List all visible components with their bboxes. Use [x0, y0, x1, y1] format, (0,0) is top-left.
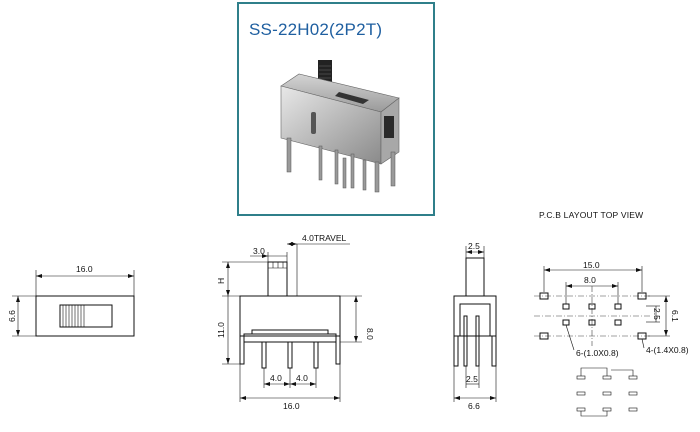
- front-view-pin-height-label: 8.0: [365, 328, 375, 340]
- front-view-body-height-label: 11.0: [216, 322, 226, 338]
- front-view-pitch-left-label: 4.0: [270, 373, 282, 383]
- pcb-inner-width-label: 8.0: [584, 275, 596, 285]
- pcb-pitch-label: 2.5: [652, 308, 662, 320]
- pcb-width-label: 15.0: [583, 260, 600, 270]
- pcb-small-holes-note: 6-(1.0X0.8): [576, 348, 619, 358]
- pcb-large-holes-note: 4-(1.4X0.8): [646, 345, 689, 355]
- pcb-height-label: 6.1: [670, 310, 680, 322]
- side-view-pin-label: 2.5: [466, 374, 478, 384]
- front-view-travel-label: 4.0TRAVEL: [302, 233, 347, 243]
- pcb-layout-drawing: [534, 266, 670, 417]
- front-view-pitch-right-label: 4.0: [296, 373, 308, 383]
- front-view-h-label: H: [216, 278, 226, 284]
- side-view-drawing: [453, 246, 497, 402]
- side-view-top-label: 2.5: [468, 241, 480, 251]
- top-view-height-label: 6.6: [7, 310, 17, 322]
- front-view-width-label: 16.0: [283, 401, 300, 411]
- side-view-width-label: 6.6: [468, 401, 480, 411]
- product-photo: [280, 60, 400, 193]
- product-title: SS-22H02(2P2T): [249, 20, 383, 39]
- top-view-drawing: [12, 270, 135, 337]
- top-view-width-label: 16.0: [76, 264, 93, 274]
- front-view-drawing: [222, 242, 362, 402]
- product-photo-frame: SS-22H02(2P2T): [237, 2, 435, 216]
- front-view-actuator-label: 3.0: [253, 246, 265, 256]
- pcb-layout-heading: P.C.B LAYOUT TOP VIEW: [539, 210, 644, 220]
